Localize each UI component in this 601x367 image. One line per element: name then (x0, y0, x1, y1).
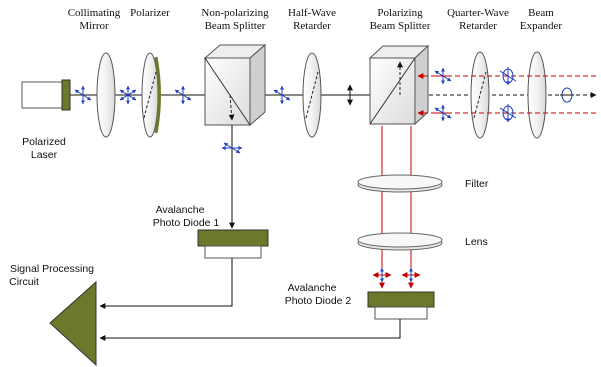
label-quarter-wave-1: Quarter-Wave (447, 7, 509, 19)
label-half-wave-1: Half-Wave (288, 7, 336, 19)
label-apd2-2: Photo Diode 2 (285, 295, 352, 307)
label-pbs-2: Beam Splitter (370, 20, 431, 32)
label-half-wave-2: Retarder (293, 20, 331, 32)
quarter-wave-retarder (470, 51, 490, 139)
label-collimating-mirror-1: Collimating (68, 7, 121, 19)
label-collimating-mirror-2: Mirror (79, 20, 109, 32)
collimating-mirror (96, 52, 116, 138)
label-beam-expander-1: Beam (528, 7, 554, 19)
label-npbs-1: Non-polarizing (201, 7, 269, 19)
label-lens: Lens (465, 236, 488, 248)
npbs-reflection-dashed (228, 94, 235, 121)
polarization-indicators (74, 67, 574, 283)
avalanche-photo-diode-1 (197, 229, 269, 259)
filter (357, 174, 443, 193)
label-apd1-1: Avalanche (156, 204, 205, 216)
label-signal-2: Circuit (9, 276, 39, 288)
half-wave-retarder (302, 52, 322, 138)
polarizing-beam-splitter (368, 44, 430, 126)
avalanche-photo-diode-2 (367, 291, 435, 320)
label-apd2-1: Avalanche (288, 282, 337, 294)
apd2-signal-wire (99, 319, 401, 341)
label-pbs-1: Polarizing (377, 7, 423, 19)
polarized-laser (21, 79, 71, 111)
lens (357, 232, 443, 251)
label-laser-2: Laser (31, 149, 58, 161)
label-apd1-2: Photo Diode 1 (153, 217, 220, 229)
signal-processing-circuit (49, 280, 97, 367)
label-filter: Filter (465, 178, 489, 190)
apd1-signal-wire (99, 258, 233, 309)
label-npbs-2: Beam Splitter (205, 20, 266, 32)
label-quarter-wave-2: Retarder (459, 20, 497, 32)
label-signal-1: Signal Processing (10, 263, 94, 275)
label-laser-1: Polarized (22, 136, 66, 148)
label-polarizer: Polarizer (130, 7, 170, 19)
beam-expander (527, 51, 547, 139)
polarizer (141, 52, 161, 138)
non-polarizing-beam-splitter (203, 43, 267, 127)
label-beam-expander-2: Expander (520, 20, 562, 32)
